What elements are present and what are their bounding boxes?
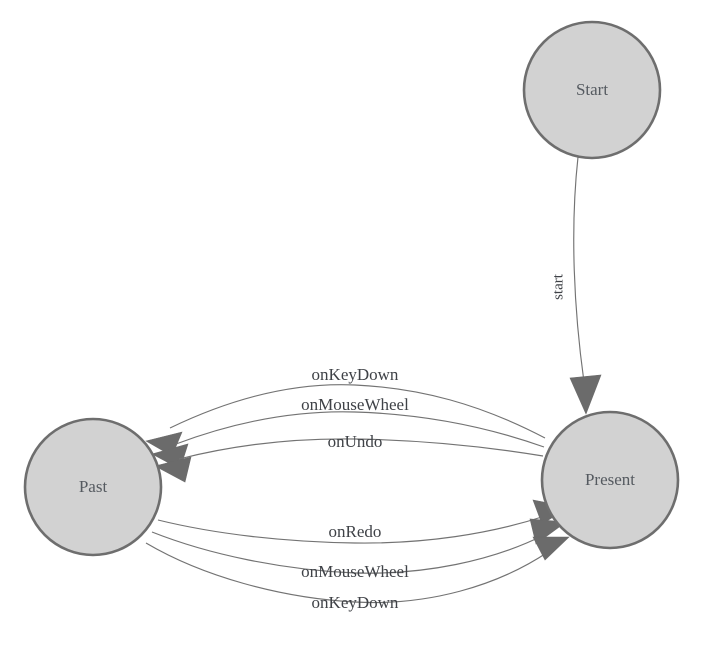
edge-present-to-past-onundo[interactable]	[154, 438, 544, 483]
node-start-circle	[522, 20, 662, 160]
edge-label-past-present-onmousewheel: onMouseWheel	[301, 562, 409, 581]
edge-start-to-present[interactable]	[569, 156, 602, 415]
edge-path-past-present-2	[151, 531, 545, 574]
arrowhead-start-present	[569, 374, 602, 415]
node-past-circle	[23, 417, 163, 557]
edge-label-past-present-onredo: onRedo	[329, 522, 382, 541]
node-past-label: Past	[79, 477, 108, 496]
edge-path-past-present-3	[145, 542, 549, 604]
edge-path-present-past-3	[178, 438, 544, 460]
arrowhead-present-past-3	[154, 456, 192, 483]
edge-label-present-past-onkeydown: onKeyDown	[312, 365, 399, 384]
node-past[interactable]: Past	[23, 417, 163, 557]
edge-path-present-past-1	[169, 384, 546, 439]
edge-label-present-past-onundo: onUndo	[328, 432, 383, 451]
edge-label-present-past-onmousewheel: onMouseWheel	[301, 395, 409, 414]
node-present-circle	[540, 410, 680, 550]
edge-label-past-present-onkeydown: onKeyDown	[312, 593, 399, 612]
edge-path-past-present-1	[157, 515, 546, 544]
edge-label-start: start	[550, 273, 566, 300]
node-present[interactable]: Present	[540, 410, 680, 550]
edge-path-start-present	[573, 156, 585, 383]
node-start[interactable]: Start	[522, 20, 662, 160]
node-start-label: Start	[576, 80, 608, 99]
node-present-label: Present	[585, 470, 635, 489]
edge-past-to-present-onkeydown[interactable]	[145, 536, 570, 604]
edge-path-present-past-2	[175, 411, 545, 448]
arrowhead-past-present-3	[532, 536, 570, 561]
